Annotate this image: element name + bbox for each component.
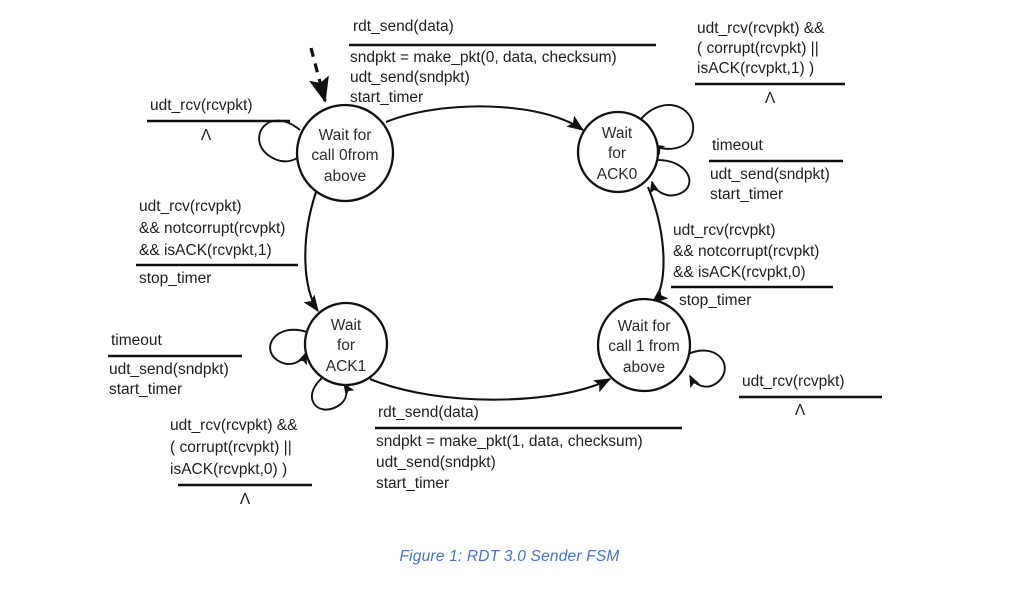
selfloop-ack0-timeout: [649, 159, 691, 197]
state-label-wait-call0-line1: Wait for: [319, 127, 372, 144]
transition-event-line: ( corrupt(rcvpkt) ||: [170, 439, 292, 456]
state-wait-ack1[interactable]: [303, 301, 389, 387]
transition-timeout-ack1: timeout udt_send(sndpkt) start_timer: [108, 332, 242, 398]
transition-event-line: rdt_send(data): [378, 404, 479, 421]
selfloop-call1: [685, 349, 726, 389]
transition-action-line: udt_send(sndpkt): [109, 361, 229, 378]
selfloop-ack0-corrupt: [639, 103, 695, 155]
transition-action-line: start_timer: [376, 475, 449, 492]
state-label-wait-ack0-line2: for: [608, 145, 626, 162]
transition-ack1-received: udt_rcv(rcvpkt) && notcorrupt(rcvpkt) &&…: [136, 198, 298, 287]
state-label-wait-ack1-line1: Wait: [331, 317, 362, 334]
transition-event-line: timeout: [712, 137, 764, 154]
figure-caption: Figure 1: RDT 3.0 Sender FSM: [399, 548, 620, 565]
transition-corrupt-or-ack0-at-ack1: udt_rcv(rcvpkt) && ( corrupt(rcvpkt) || …: [170, 417, 312, 508]
transition-action-line: start_timer: [350, 89, 423, 106]
selfloop-ack1-timeout: [269, 328, 308, 366]
transition-action-line: udt_send(sndpkt): [376, 454, 496, 471]
transition-event-line: isACK(rcvpkt,1) ): [697, 60, 814, 77]
transition-event-line: timeout: [111, 332, 163, 349]
transition-rdt-send-0: rdt_send(data) sndpkt = make_pkt(0, data…: [349, 18, 656, 106]
transition-event-line: udt_rcv(rcvpkt) &&: [697, 20, 825, 37]
transition-action-line: Λ: [240, 491, 251, 508]
transition-action-line: udt_send(sndpkt): [350, 69, 470, 86]
transition-action-line: stop_timer: [679, 292, 751, 309]
edge-ack0-to-call1: [647, 186, 669, 304]
transition-event-line: ( corrupt(rcvpkt) ||: [697, 40, 819, 57]
state-label-wait-ack1-line3: ACK1: [326, 358, 367, 375]
transition-event-line: udt_rcv(rcvpkt) &&: [170, 417, 298, 434]
start-arrow: [309, 47, 329, 103]
transition-event-line: isACK(rcvpkt,0) ): [170, 461, 287, 478]
state-label-wait-ack0-line1: Wait: [602, 125, 633, 142]
transition-event-line: && notcorrupt(rcvpkt): [139, 220, 285, 237]
state-label-wait-call1-line3: above: [623, 359, 665, 376]
state-label-wait-ack0-line3: ACK0: [597, 166, 638, 183]
transition-action-line: Λ: [795, 402, 806, 419]
transition-event-line: udt_rcv(rcvpkt): [673, 222, 776, 239]
transition-udt-rcv-at-call1: udt_rcv(rcvpkt) Λ: [739, 373, 882, 419]
state-label-wait-ack1-line2: for: [337, 337, 355, 354]
transition-event-line: && isACK(rcvpkt,0): [673, 264, 806, 281]
transition-event-line: udt_rcv(rcvpkt): [150, 97, 253, 114]
transition-action-line: start_timer: [710, 186, 783, 203]
transition-rdt-send-1: rdt_send(data) sndpkt = make_pkt(1, data…: [375, 404, 682, 492]
transition-ack0-received: udt_rcv(rcvpkt) && notcorrupt(rcvpkt) &&…: [671, 222, 833, 309]
selfloop-ack1-corrupt: [310, 377, 355, 411]
transition-event-line: udt_rcv(rcvpkt): [742, 373, 845, 390]
state-label-wait-call1-line2: call 1 from: [608, 338, 680, 355]
transition-event-line: && notcorrupt(rcvpkt): [673, 243, 819, 260]
transition-action-line: stop_timer: [139, 270, 211, 287]
transition-action-line: sndpkt = make_pkt(0, data, checksum): [350, 49, 617, 66]
edge-call0-to-ack1: [303, 191, 319, 313]
transition-action-line: Λ: [765, 90, 776, 107]
state-wait-call1[interactable]: [596, 297, 692, 393]
transition-action-line: sndpkt = make_pkt(1, data, checksum): [376, 433, 643, 450]
transition-timeout-ack0: timeout udt_send(sndpkt) start_timer: [709, 137, 843, 203]
state-label-wait-call0-line3: above: [324, 168, 366, 185]
edge-ack1-to-call1: [369, 378, 612, 401]
transition-event-line: && isACK(rcvpkt,1): [139, 242, 272, 259]
transition-action-line: udt_send(sndpkt): [710, 166, 830, 183]
state-wait-call0[interactable]: [295, 103, 395, 203]
transition-event-line: rdt_send(data): [353, 18, 454, 35]
transition-action-line: start_timer: [109, 381, 182, 398]
edge-call0-to-ack0: [385, 105, 585, 131]
transition-udt-rcv-at-call0: udt_rcv(rcvpkt) Λ: [147, 97, 290, 144]
transition-corrupt-or-ack1-at-ack0: udt_rcv(rcvpkt) && ( corrupt(rcvpkt) || …: [695, 20, 845, 107]
state-label-wait-call1-line1: Wait for: [618, 318, 671, 335]
state-label-wait-call0-line2: call 0from: [311, 147, 378, 164]
transition-event-line: udt_rcv(rcvpkt): [139, 198, 242, 215]
transition-action-line: Λ: [201, 127, 212, 144]
state-wait-ack0[interactable]: [576, 110, 660, 194]
